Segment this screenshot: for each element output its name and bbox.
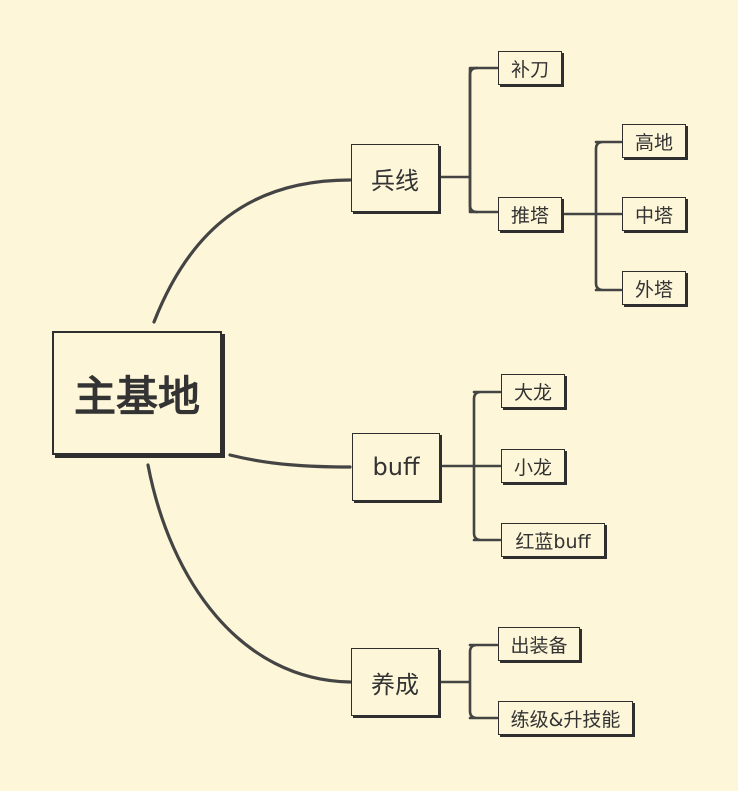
edge-root-buff (228, 453, 352, 469)
branch-label: buff (372, 453, 420, 481)
leaf-label: 中塔 (634, 204, 673, 227)
branch-node-bingxian: 兵线 (351, 144, 439, 212)
root-label: 主基地 (73, 371, 200, 421)
leaf-label: 练级&升技能 (510, 708, 621, 731)
edge-yangcheng-bracket (438, 643, 499, 720)
leaf-node-gaodi: 高地 (622, 124, 686, 158)
root-node: 主基地 (52, 331, 222, 455)
branch-label: 兵线 (371, 166, 419, 195)
leaf-label: 补刀 (510, 58, 549, 81)
leaf-label: 推塔 (510, 204, 549, 227)
leaf-node-zhongta: 中塔 (622, 197, 686, 231)
leaf-label: 小龙 (513, 456, 552, 479)
leaf-node-waita: 外塔 (622, 271, 686, 305)
leaf-label: 大龙 (513, 381, 552, 404)
leaf-node-honglan-buff: 红蓝buff (501, 523, 605, 557)
leaf-node-budao: 补刀 (498, 51, 562, 85)
edge-bingxian-bracket-curve (468, 66, 479, 214)
leaf-node-xiaolong: 小龙 (501, 449, 565, 483)
leaf-node-tuita: 推塔 (498, 197, 562, 231)
leaf-label: 外塔 (634, 278, 673, 301)
edge-buff-bracket (441, 390, 502, 542)
leaf-label: 高地 (634, 131, 673, 154)
leaf-label: 出装备 (510, 634, 568, 657)
branch-label: 养成 (371, 670, 419, 699)
edge-root-bingxian (152, 178, 352, 324)
leaf-node-dalong: 大龙 (501, 374, 565, 408)
edge-bingxian-bracket (438, 66, 499, 214)
leaf-node-lianji-shengjineng: 练级&升技能 (498, 701, 633, 735)
branch-node-buff: buff (352, 433, 440, 501)
leaf-label: 红蓝buff (515, 530, 591, 553)
leaf-node-chuzhuangbei: 出装备 (498, 627, 580, 661)
edge-tuita-bracket (563, 140, 623, 292)
branch-node-yangcheng: 养成 (351, 648, 439, 716)
edge-root-yangcheng (146, 463, 352, 684)
